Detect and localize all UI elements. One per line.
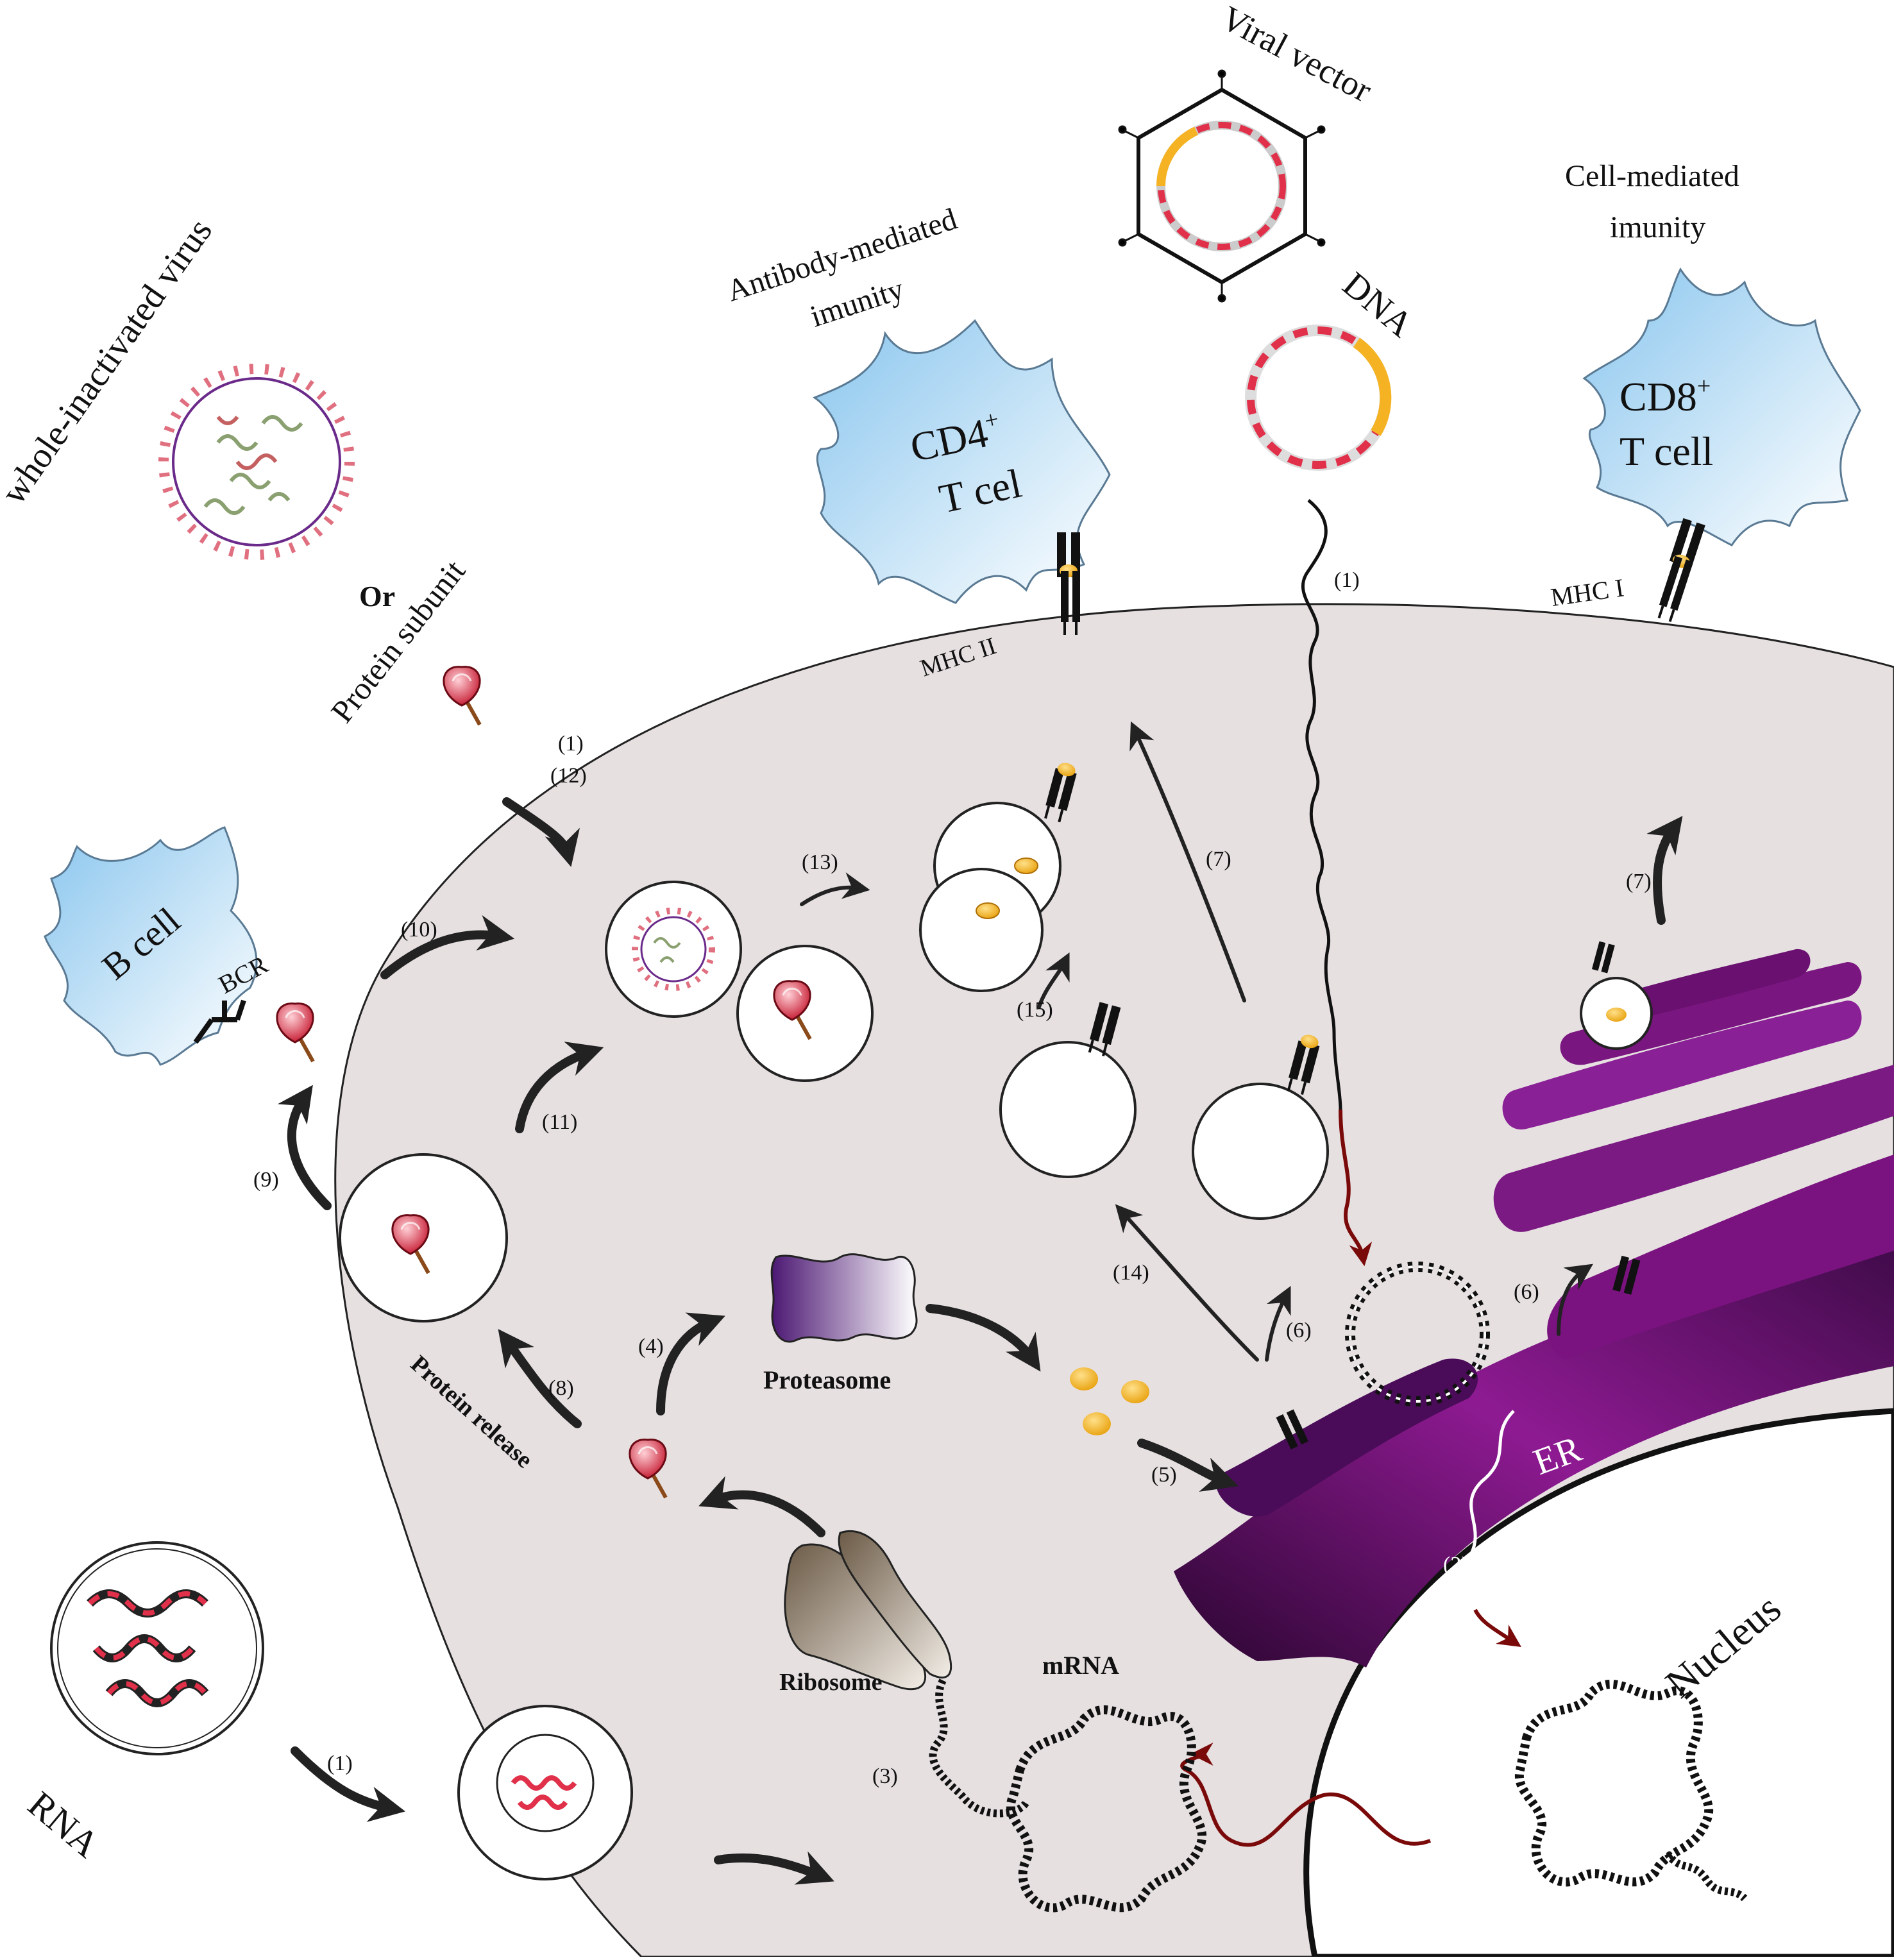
cd8-t-cell: CD8+ T cell bbox=[1582, 267, 1861, 546]
arrow-9 bbox=[277, 1085, 332, 1210]
step-4: (4) bbox=[638, 1335, 664, 1358]
step-9: (9) bbox=[253, 1168, 279, 1192]
arrow-3 bbox=[714, 1851, 834, 1885]
step-1-rna: (1) bbox=[327, 1752, 353, 1775]
step-11: (11) bbox=[542, 1110, 577, 1134]
er-mhc1-molecule-2 bbox=[1612, 1255, 1641, 1295]
dna-into-nucleus-arrow bbox=[1473, 1609, 1521, 1647]
rna-endosome bbox=[457, 1705, 633, 1880]
step-6-right: (6) bbox=[1514, 1280, 1539, 1304]
or-label: Or bbox=[359, 580, 395, 612]
arrow-5 bbox=[1137, 1439, 1239, 1492]
er-mhc1-molecule bbox=[1276, 1409, 1308, 1449]
step-7-right: (7) bbox=[1626, 870, 1652, 893]
step-2: (2) bbox=[1443, 1553, 1469, 1576]
step-15: (15) bbox=[1017, 998, 1053, 1022]
mhc1-label: MHC I bbox=[1549, 573, 1626, 611]
nuclear-mrna bbox=[1514, 1680, 1714, 1887]
arrow-13 bbox=[800, 872, 870, 906]
membrane-vesicle bbox=[339, 1153, 508, 1322]
step-12: (12) bbox=[550, 764, 587, 788]
peptides-icon bbox=[1070, 1367, 1149, 1435]
cd8-t-cell-label: T cell bbox=[1619, 428, 1713, 474]
step-7-left: (7) bbox=[1206, 847, 1231, 871]
step-13: (13) bbox=[802, 850, 838, 874]
mhc-loaded-vesicle bbox=[1192, 1035, 1329, 1220]
cd8-label: CD8+ bbox=[1619, 373, 1711, 419]
rna-label: RNA bbox=[21, 1783, 108, 1866]
proteasome-label: Proteasome bbox=[763, 1365, 891, 1394]
viral-vector-label: Viral vector bbox=[1215, 0, 1378, 110]
cytoplasmic-mrna bbox=[1006, 1705, 1207, 1913]
endoplasmic-reticulum: ER bbox=[1174, 949, 1894, 1668]
ribosome-icon bbox=[784, 1530, 952, 1691]
arrow-7-left bbox=[1129, 721, 1246, 1002]
viral-vector-icon bbox=[1118, 69, 1326, 303]
antibody-mediated-label-2: imunity bbox=[806, 272, 908, 334]
mhc2-loading-compartment bbox=[919, 763, 1077, 992]
cd4-t-cell: CD4+ T cel bbox=[812, 319, 1111, 604]
arrow-6-left bbox=[1265, 1285, 1291, 1362]
inactivated-virus-icon bbox=[158, 364, 355, 560]
step-1-protein: (1) bbox=[558, 732, 584, 756]
bcr-bound-antigen-icon bbox=[277, 1004, 313, 1061]
mrna-export-arrow bbox=[1180, 1743, 1432, 1847]
protein-subunit-antigen-icon bbox=[444, 667, 480, 725]
step-numbers: (1) (12) (10) (13) (7) (1) (7) (11) (15)… bbox=[253, 568, 1652, 1788]
bcr-receptor-icon bbox=[193, 999, 246, 1044]
step-14: (14) bbox=[1113, 1261, 1149, 1285]
arrow-proteasome-peptides bbox=[926, 1304, 1041, 1372]
arrow-8 bbox=[498, 1329, 582, 1428]
step-1-dna: (1) bbox=[1334, 568, 1360, 592]
arrow-11 bbox=[515, 1042, 604, 1133]
proteasome-icon bbox=[770, 1253, 918, 1343]
protein-subunit-label: Protein subunit bbox=[324, 553, 472, 729]
cell-mediated-label-2: imunity bbox=[1610, 210, 1705, 244]
tcr-mhc1-complex bbox=[1653, 518, 1705, 625]
arrow-15 bbox=[1037, 952, 1070, 1009]
mrna-label: mRNA bbox=[1042, 1651, 1119, 1680]
dna-entry-strand bbox=[1301, 499, 1342, 1110]
dna-to-nucleus-arrow bbox=[1339, 1109, 1373, 1267]
arrow-1-12 bbox=[502, 797, 580, 867]
rna-lipid-nanoparticle bbox=[50, 1541, 264, 1755]
virus-endosome bbox=[605, 881, 742, 1018]
thin-arrows bbox=[800, 721, 1593, 1362]
arrow-rna-uptake bbox=[291, 1746, 405, 1822]
arrow-6-right bbox=[1557, 1263, 1593, 1336]
ribosome-label: Ribosome bbox=[779, 1669, 882, 1696]
arrow-14 bbox=[1115, 1204, 1259, 1362]
cell-mediated-label: Cell-mediated bbox=[1565, 159, 1739, 193]
dna-through-er bbox=[1462, 1410, 1515, 1610]
b-cell: B cell BCR bbox=[44, 826, 273, 1066]
step-3: (3) bbox=[872, 1764, 898, 1788]
tcr-mhc2-complex bbox=[1057, 532, 1081, 636]
step-10: (10) bbox=[401, 918, 437, 942]
arrow-ribosome-protein bbox=[698, 1476, 825, 1537]
mhc1-secretory-vesicle bbox=[1580, 941, 1653, 1050]
arrow-4 bbox=[656, 1312, 725, 1415]
dna-plasmid-icon bbox=[1245, 325, 1392, 471]
pathway-arrows bbox=[277, 797, 1683, 1885]
mhc2-vesicle bbox=[999, 1002, 1137, 1178]
arrow-10 bbox=[380, 915, 515, 979]
arrow-7-right bbox=[1646, 816, 1683, 925]
step-5: (5) bbox=[1151, 1463, 1177, 1487]
protein-endosome bbox=[736, 945, 874, 1082]
step-6-left: (6) bbox=[1286, 1319, 1312, 1342]
step-8: (8) bbox=[548, 1376, 574, 1400]
